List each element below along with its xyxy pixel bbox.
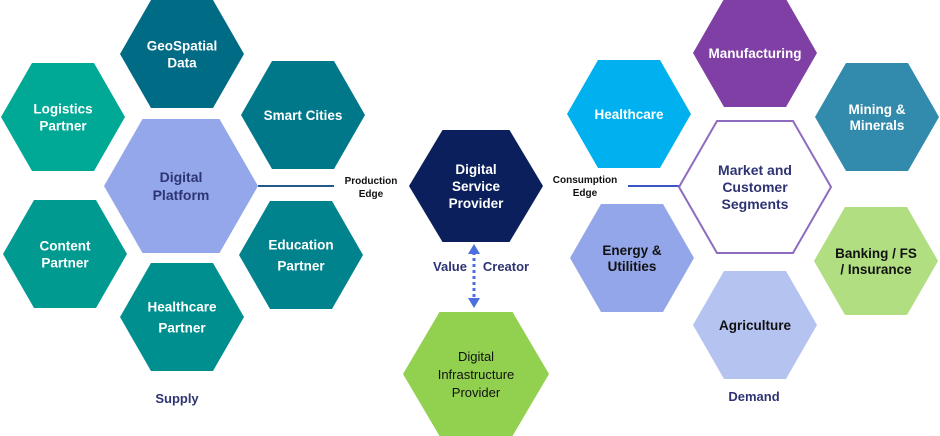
hex-label-line: Manufacturing bbox=[709, 46, 802, 61]
creator-label: Creator bbox=[483, 259, 529, 274]
hex-label-line: Digital bbox=[455, 162, 496, 177]
hex-label-line: Partner bbox=[277, 259, 325, 274]
hex-label-line: / Insurance bbox=[840, 262, 912, 277]
hex-label-line: GeoSpatial bbox=[147, 39, 218, 54]
hex-healthcare: Healthcare bbox=[567, 60, 691, 168]
consumption-edge-label: Consumption bbox=[553, 175, 617, 186]
hexagon-shape bbox=[403, 312, 549, 436]
arrow-down-icon bbox=[468, 298, 480, 308]
hex-label-line: Infrastructure bbox=[438, 367, 515, 382]
consumption-edge-label: Edge bbox=[573, 188, 598, 199]
hex-label-line: Mining & bbox=[849, 102, 906, 117]
hex-label-line: Logistics bbox=[33, 102, 92, 117]
hex-label-line: Segments bbox=[722, 196, 789, 212]
hexagon-shape bbox=[814, 207, 938, 315]
hex-label-line: Partner bbox=[158, 321, 206, 336]
value-label: Value bbox=[433, 259, 467, 274]
hex-label-line: Partner bbox=[41, 256, 89, 271]
hex-manufacturing: Manufacturing bbox=[693, 0, 817, 107]
production-edge-label: Edge bbox=[359, 189, 384, 200]
hex-label-line: Education bbox=[268, 238, 333, 253]
hex-label-line: Energy & bbox=[602, 243, 662, 258]
hex-label-line: Digital bbox=[458, 349, 494, 364]
hexagon-shape bbox=[3, 200, 127, 308]
hexagon-shape bbox=[1, 63, 125, 171]
hex-label-line: Data bbox=[167, 56, 197, 71]
hex-label-line: Provider bbox=[449, 196, 505, 211]
hex-label-line: Agriculture bbox=[719, 318, 792, 333]
hexagon-shape bbox=[570, 204, 694, 312]
hexagon-shape bbox=[693, 271, 817, 379]
hex-label-line: Smart Cities bbox=[264, 108, 343, 123]
hex-label-line: Service bbox=[452, 179, 501, 194]
hex-label-line: Healthcare bbox=[594, 107, 664, 122]
hex-label-line: Minerals bbox=[850, 118, 905, 133]
hexagon-shape bbox=[677, 120, 833, 254]
hex-label-line: Market and bbox=[718, 162, 792, 178]
hex-energy-utilities: Energy &Utilities bbox=[570, 204, 694, 312]
hexagon-shape bbox=[120, 0, 244, 108]
hexagon-shape bbox=[241, 61, 365, 169]
hex-label-line: Customer bbox=[722, 179, 788, 195]
hexagon-shape bbox=[120, 263, 244, 371]
hex-mining-minerals: Mining &Minerals bbox=[815, 63, 939, 171]
production-edge-label: Production bbox=[345, 176, 398, 187]
hex-label-line: Banking / FS bbox=[835, 246, 917, 261]
demand-label: Demand bbox=[728, 389, 779, 404]
hexagon-shape bbox=[815, 63, 939, 171]
hex-banking-fs-insurance: Banking / FS/ Insurance bbox=[814, 207, 938, 315]
hex-label-line: Digital bbox=[160, 169, 203, 185]
hexagon-shape bbox=[104, 119, 258, 253]
hex-label-line: Healthcare bbox=[147, 300, 217, 315]
hexagon-shape bbox=[409, 130, 543, 242]
hex-label-line: Provider bbox=[452, 385, 501, 400]
supply-label: Supply bbox=[155, 391, 199, 406]
hex-label-line: Platform bbox=[153, 187, 210, 203]
arrow-up-icon bbox=[468, 244, 480, 254]
hex-label-line: Partner bbox=[39, 119, 87, 134]
hex-smart-cities: Smart Cities bbox=[241, 61, 365, 169]
hex-label-line: Content bbox=[40, 239, 91, 254]
hexagon-shape bbox=[239, 201, 363, 309]
hexagon-shape bbox=[693, 0, 817, 107]
hex-label-line: Utilities bbox=[608, 259, 657, 274]
hexagon-shape bbox=[567, 60, 691, 168]
hex-agriculture: Agriculture bbox=[693, 271, 817, 379]
